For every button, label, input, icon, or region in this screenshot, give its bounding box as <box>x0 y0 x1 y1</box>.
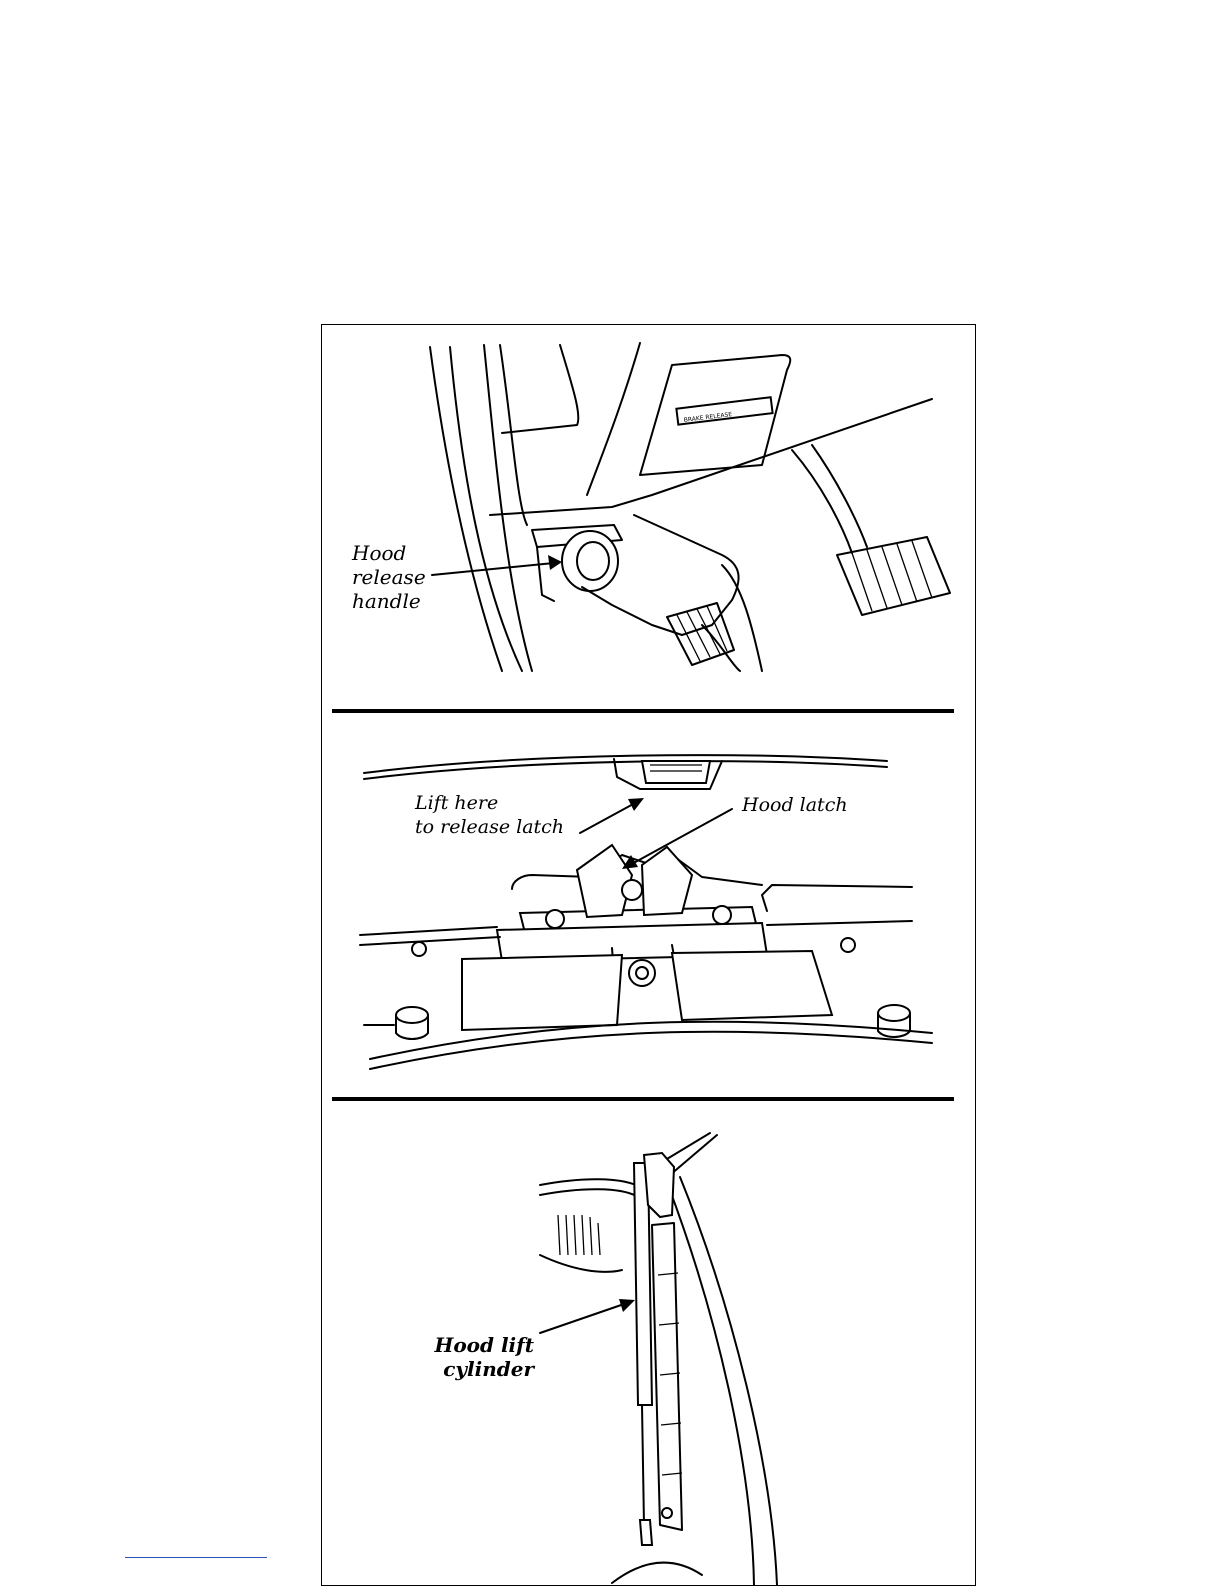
hood-release-label: Hood release handle <box>352 541 426 613</box>
footnote-rule <box>125 1557 267 1558</box>
panel-hood-latch: Lift here to release latch Hood latch <box>322 715 975 1095</box>
lift-here-label: Lift here to release latch <box>415 791 564 839</box>
panel-hood-lift-cylinder: Hood lift cylinder <box>322 1105 975 1585</box>
hood-lift-cylinder-label: Hood lift cylinder <box>434 1333 534 1381</box>
hood-latch-illustration <box>322 715 974 1095</box>
panel-divider-2 <box>332 1097 954 1101</box>
hood-release-illustration: BRAKE RELEASE <box>322 325 974 705</box>
hood-latch-label: Hood latch <box>742 793 848 817</box>
panel-divider-1 <box>332 709 954 713</box>
panel-hood-release: BRAKE RELEASE Hood release handle <box>322 325 975 705</box>
figure-frame: BRAKE RELEASE Hood release handle <box>321 324 976 1586</box>
hood-lift-cylinder-illustration <box>322 1105 974 1585</box>
